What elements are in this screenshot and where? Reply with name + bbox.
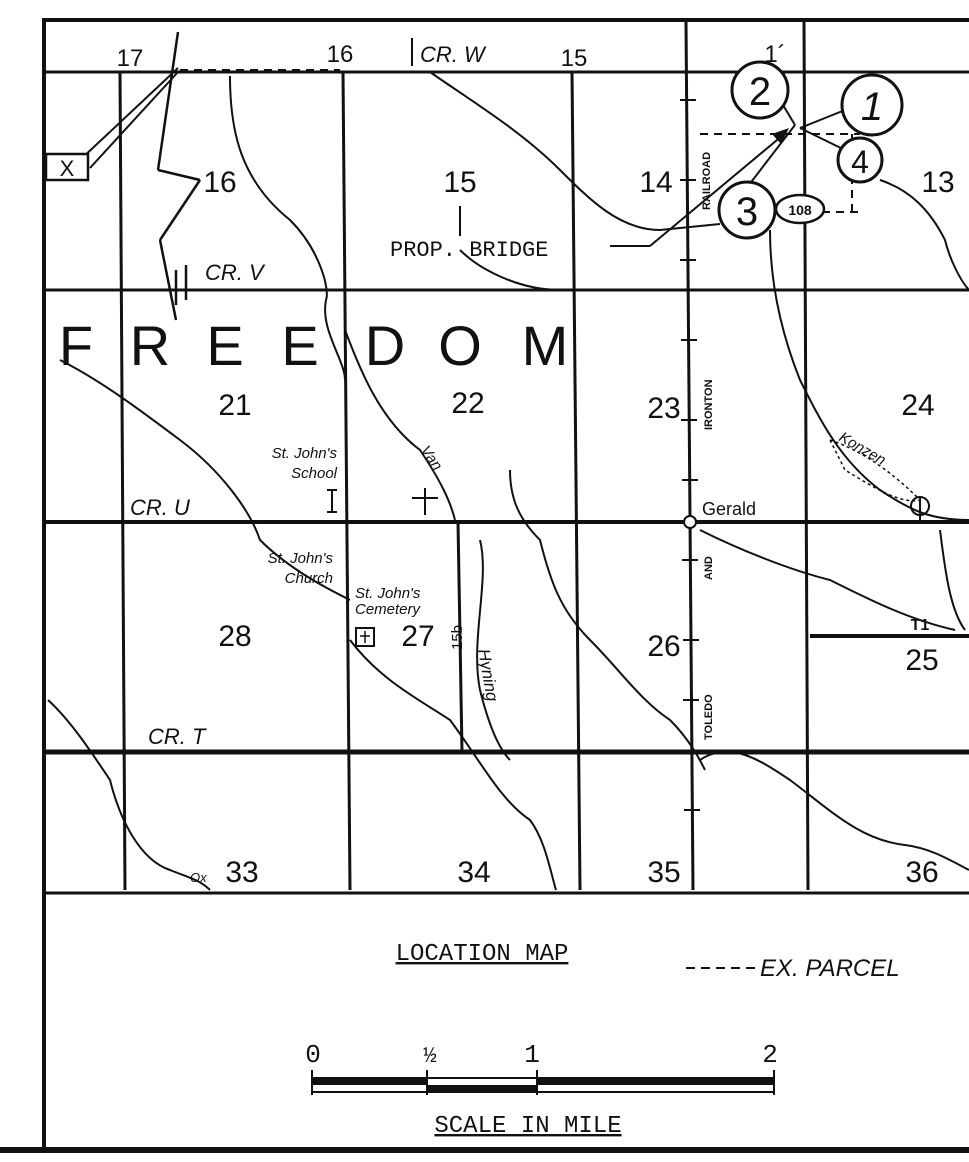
township-letter-5: D <box>365 314 405 377</box>
marker-1: 1 <box>840 73 904 137</box>
and-label: AND <box>703 556 715 580</box>
scale-tick-2: 2 <box>762 1040 778 1070</box>
church-label-line-1: St. John's <box>268 550 334 567</box>
marker-2-label: 2 <box>749 70 771 114</box>
cemetery-label-line-2: Cemetery <box>355 601 422 618</box>
cemetery-icon <box>355 627 375 647</box>
road-cr-v-label: CR. V <box>205 260 266 285</box>
section-34-label: 34 <box>457 856 490 889</box>
ox-label: Ox <box>190 870 207 885</box>
section-35-label: 35 <box>647 856 680 889</box>
township-letter-1: F <box>59 314 93 377</box>
township-letter-6: O <box>438 314 482 377</box>
section-23-label: 23 <box>647 392 680 425</box>
school-label-line-2: School <box>291 465 338 482</box>
x-leader-lines <box>79 67 179 169</box>
railroad-label: RAILROAD <box>701 152 713 210</box>
scale-tick-1: 1 <box>524 1040 540 1070</box>
scale-bar <box>311 1070 775 1095</box>
road-t1-label: T1 <box>911 617 930 634</box>
township-letter-3: E <box>206 314 243 377</box>
streams <box>47 71 969 891</box>
road-cr-u-label: CR. U <box>130 495 190 520</box>
township-letter-2: R <box>130 314 170 377</box>
church-cross-icon <box>412 488 438 515</box>
section-25-label: 25 <box>905 644 938 677</box>
township-letter-7: M <box>522 314 569 377</box>
section-24-label: 24 <box>901 389 934 422</box>
gerald-junction <box>683 515 697 529</box>
section-15-label: 15 <box>443 166 476 199</box>
marker-2: 2 <box>730 60 790 120</box>
x-marker-box: X <box>44 152 90 182</box>
toledo-label: TOLEDO <box>703 694 715 740</box>
section-26-label: 26 <box>647 630 680 663</box>
north-arrow-icon <box>156 31 202 321</box>
road-cr-t-label: CR. T <box>148 724 207 749</box>
school-label-line-1: St. John's <box>272 445 338 462</box>
scale-caption: SCALE IN MILE <box>434 1113 621 1140</box>
section-lines <box>44 21 969 891</box>
road-15b-label: 15b <box>449 625 466 650</box>
marker-3-label: 3 <box>736 190 758 234</box>
section-21-label: 21 <box>218 389 251 422</box>
scale-tick-half: ½ <box>423 1044 436 1069</box>
section-14-label: 14 <box>639 166 672 199</box>
section-16-label: 16 <box>203 166 236 199</box>
konzen-cross-icon <box>910 496 930 522</box>
gerald-label: Gerald <box>702 499 756 519</box>
ex-parcel-lines <box>180 69 860 213</box>
marker-4-label: 4 <box>851 144 869 180</box>
township-letter-4: E <box>281 314 318 377</box>
section-28-label: 28 <box>218 620 251 653</box>
location-map-title: LOCATION MAP <box>396 941 569 968</box>
road-cr-w-label: CR. W <box>420 42 487 67</box>
section-15-top-label: 15 <box>561 45 588 72</box>
ex-parcel-legend-label: EX. PARCEL <box>760 955 900 982</box>
marker-4: 4 <box>836 136 884 184</box>
township-name: F R E E D O M <box>59 314 568 377</box>
scale-tick-0: 0 <box>305 1040 321 1070</box>
marker-1-label: 1 <box>861 85 883 129</box>
section-13-label: 13 <box>921 166 954 199</box>
section-27-label: 27 <box>401 620 434 653</box>
marker-arrowhead <box>772 128 789 144</box>
section-16-top-label: 16 <box>327 41 354 68</box>
highway-108-shield: 108 <box>774 193 826 225</box>
section-36-label: 36 <box>905 856 938 889</box>
x-marker-label: X <box>60 156 75 181</box>
highway-108-label: 108 <box>788 202 812 218</box>
church-label-line-2: Church <box>285 570 333 587</box>
section-14-top-label: 1´ <box>764 41 785 68</box>
marker-3: 3 <box>717 180 777 240</box>
section-17-label: 17 <box>117 45 144 72</box>
section-22-label: 22 <box>451 387 484 420</box>
prop-bridge-label: PROP. BRIDGE <box>390 238 548 263</box>
school-icon <box>327 489 337 513</box>
ironton-label: IRONTON <box>703 379 715 430</box>
section-33-label: 33 <box>225 856 258 889</box>
cemetery-label-line-1: St. John's <box>355 585 421 602</box>
